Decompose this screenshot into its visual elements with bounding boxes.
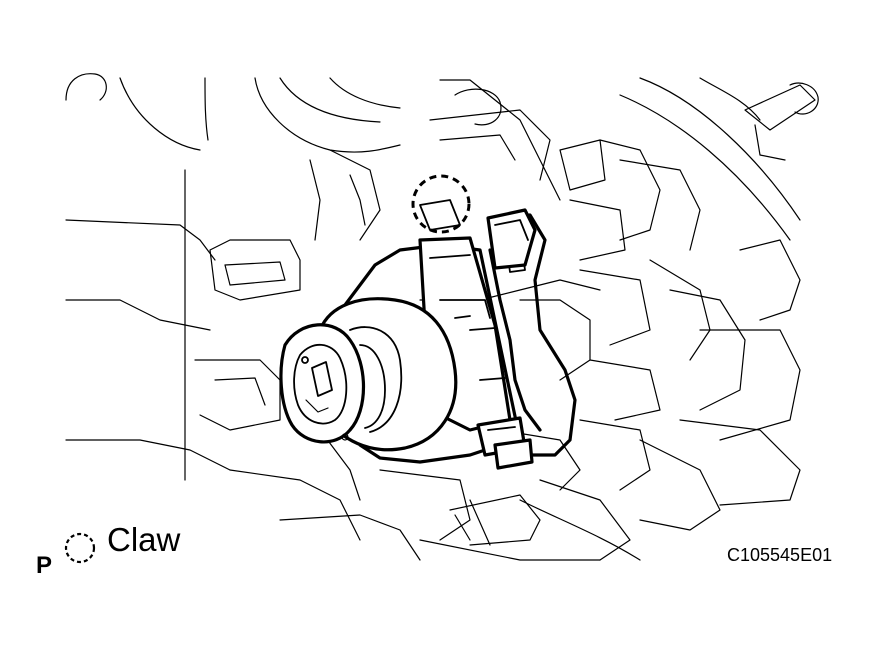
ignition-switch-assembly <box>279 199 577 470</box>
legend-claw-label: Claw <box>107 521 181 558</box>
legend-marker-letter: P <box>36 552 53 579</box>
dashed-circle-icon <box>64 532 96 564</box>
figure-code: C105545E01 <box>727 545 833 565</box>
background-linework <box>65 73 819 561</box>
claw-location-marker <box>411 174 471 234</box>
